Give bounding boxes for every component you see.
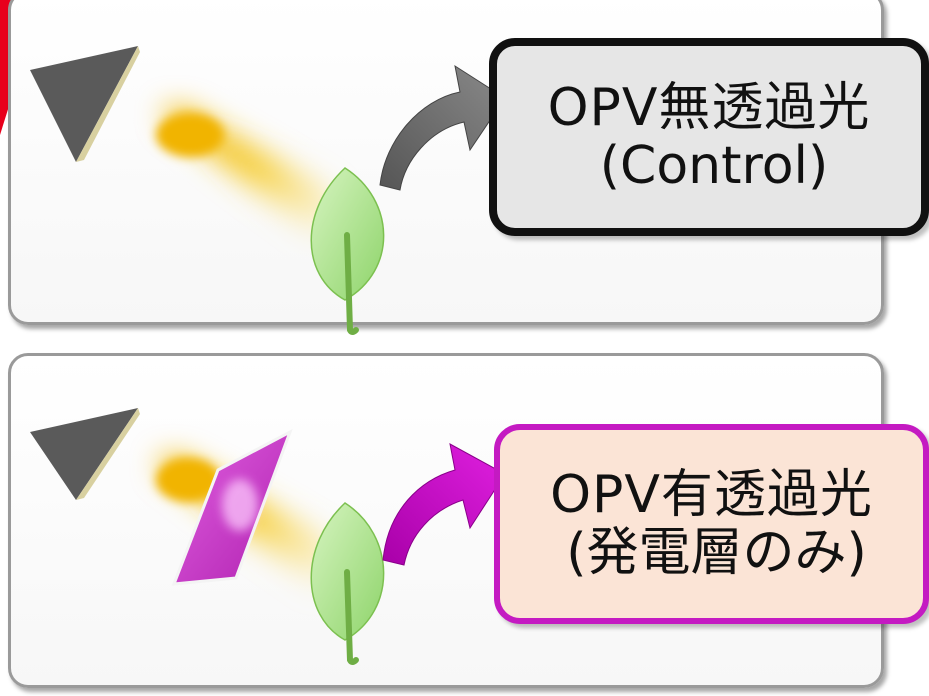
opv-label-subtitle: (発電層のみ) — [566, 523, 867, 583]
control-label-title: OPV無透過光 — [547, 77, 871, 138]
opv-label-title: OPV有透過光 — [550, 464, 873, 525]
control-label-subtitle: (Control) — [599, 136, 829, 196]
control-label-box: OPV無透過光 (Control) — [489, 38, 929, 236]
opv-label-box: OPV有透過光 (発電層のみ) — [494, 424, 929, 624]
